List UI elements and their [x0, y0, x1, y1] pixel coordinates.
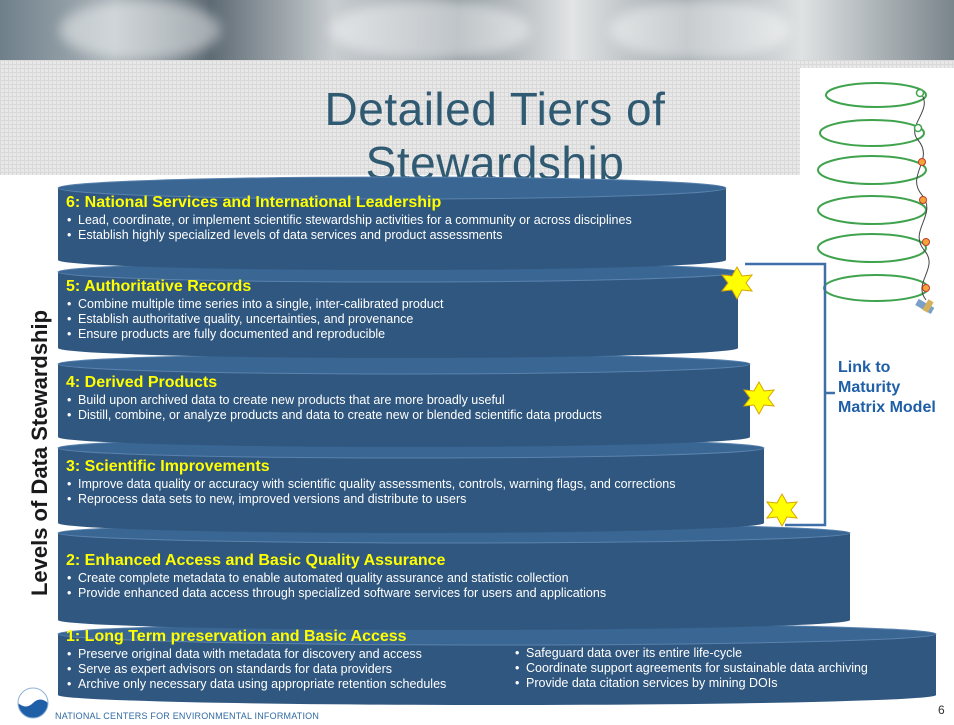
tier-6-title: 6: National Services and International L… [66, 194, 442, 211]
tier-3-content: 3: Scientific Improvements Improve data … [66, 457, 706, 507]
tier-1-bullet: Serve as expert advisors on standards fo… [66, 662, 516, 677]
tier-5-title: 5: Authoritative Records [66, 278, 252, 295]
satellite-icon [915, 298, 935, 314]
tier-3-title: 3: Scientific Improvements [66, 458, 270, 475]
tier-2-bullet: Create complete metadata to enable autom… [66, 571, 836, 586]
tier-1-bullet: Safeguard data over its entire life-cycl… [514, 646, 934, 661]
tier-1-content-right: Safeguard data over its entire life-cycl… [514, 646, 934, 691]
tier-2-bullet: Provide enhanced data access through spe… [66, 586, 836, 601]
tier-4-bullet: Build upon archived data to create new p… [66, 393, 746, 408]
tier-1-title: 1: Long Term preservation and Basic Acce… [66, 628, 407, 645]
page-number: 6 [938, 703, 945, 717]
tier-5-bullet: Combine multiple time series into a sing… [66, 297, 726, 312]
tier-6-content: 6: National Services and International L… [66, 193, 706, 243]
tier-1-bullet: Preserve original data with metadata for… [66, 647, 516, 662]
title-area [0, 60, 954, 175]
tier-3-bullet: Reprocess data sets to new, improved ver… [66, 492, 706, 507]
footer-text: NATIONAL CENTERS FOR ENVIRONMENTAL INFOR… [55, 711, 320, 721]
tier-1-content: 1: Long Term preservation and Basic Acce… [66, 627, 516, 692]
tier-5-bullet: Establish authoritative quality, uncerta… [66, 312, 726, 327]
banner-cloud [60, 0, 220, 60]
tier-6-bullet: Lead, coordinate, or implement scientifi… [66, 213, 706, 228]
tier-4-content: 4: Derived Products Build upon archived … [66, 373, 746, 423]
maturity-bracket [745, 262, 827, 527]
tier-1-bullet: Archive only necessary data using approp… [66, 677, 516, 692]
tier-6-bullet: Establish highly specialized levels of d… [66, 228, 706, 243]
tier-5-bullet: Ensure products are fully documented and… [66, 327, 726, 342]
star-icon [765, 492, 799, 528]
star-icon [720, 265, 754, 301]
banner-cloud [330, 0, 530, 60]
tier-2-content: 2: Enhanced Access and Basic Quality Ass… [66, 551, 836, 601]
tier-2-title: 2: Enhanced Access and Basic Quality Ass… [66, 552, 446, 569]
tier-5-content: 5: Authoritative Records Combine multipl… [66, 277, 726, 342]
vertical-axis-label: Levels of Data Stewardship [27, 309, 52, 597]
star-icon [742, 380, 776, 416]
tier-4-bullet: Distill, combine, or analyze products an… [66, 408, 746, 423]
spiral-icon [817, 82, 935, 314]
tier-4-title: 4: Derived Products [66, 374, 218, 391]
tier-1-bullet: Coordinate support agreements for sustai… [514, 661, 934, 676]
noaa-logo [17, 687, 49, 719]
tier-3-bullet: Improve data quality or accuracy with sc… [66, 477, 706, 492]
tier-1-bullet: Provide data citation services by mining… [514, 676, 934, 691]
banner-cloud [610, 0, 790, 60]
satellite-imagery-banner [0, 0, 954, 60]
maturity-link-label: Link to Maturity Matrix Model [838, 359, 936, 416]
